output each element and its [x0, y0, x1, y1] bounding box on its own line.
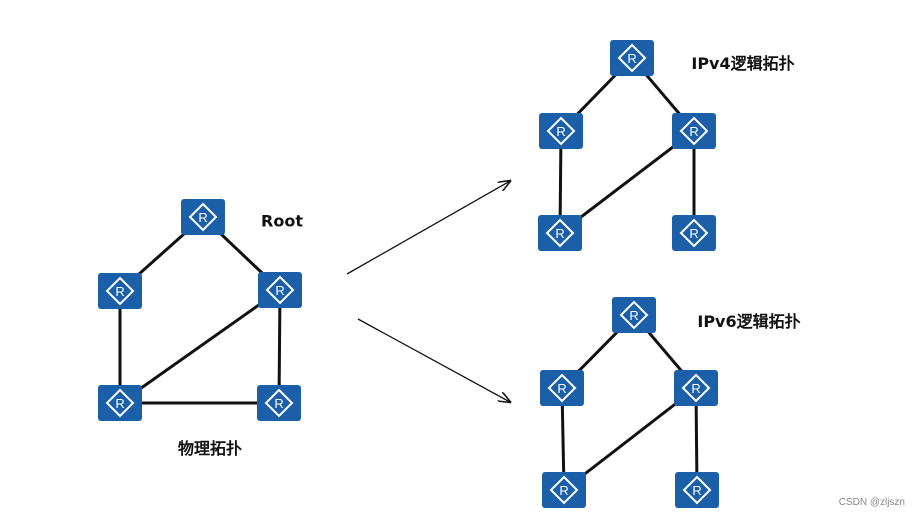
svg-text:R: R: [557, 381, 566, 396]
physical-topology-label: 物理拓扑: [177, 439, 243, 458]
svg-text:R: R: [198, 210, 207, 225]
svg-text:R: R: [627, 51, 636, 66]
ipv4-router-icon: R: [539, 113, 583, 149]
physical-router-icon: R: [257, 385, 301, 421]
ipv4-router-icon: R: [672, 215, 716, 251]
ipv6-router-icon: R: [675, 472, 719, 508]
watermark: CSDN @zljszn: [838, 497, 905, 508]
ipv4-topology-label: IPv4逻辑拓扑: [691, 54, 795, 73]
svg-text:R: R: [629, 308, 638, 323]
ipv6-router-icon: R: [542, 472, 586, 508]
svg-text:R: R: [556, 124, 565, 139]
svg-text:R: R: [275, 283, 284, 298]
svg-text:R: R: [689, 226, 698, 241]
ipv4-router-icon: R: [610, 40, 654, 76]
ipv6-router-icon: R: [674, 370, 718, 406]
svg-text:R: R: [692, 483, 701, 498]
svg-text:R: R: [559, 483, 568, 498]
physical-router-icon: R: [98, 273, 142, 309]
physical-router-icon: R: [258, 272, 302, 308]
svg-text:R: R: [691, 381, 700, 396]
arrow: [346, 181, 510, 275]
svg-text:R: R: [555, 226, 564, 241]
ipv4-router-icon: R: [672, 113, 716, 149]
physical-link: [277, 289, 282, 404]
svg-text:R: R: [274, 396, 283, 411]
svg-text:R: R: [689, 124, 698, 139]
ipv4-link: [559, 129, 695, 235]
root-label: Root: [261, 211, 303, 231]
ipv4-router-icon: R: [538, 215, 582, 251]
physical-link: [119, 288, 281, 405]
arrow: [357, 318, 510, 402]
svg-text:R: R: [115, 284, 124, 299]
ipv6-link: [563, 386, 697, 492]
ipv6-router-icon: R: [612, 297, 656, 333]
ipv6-router-icon: R: [540, 370, 584, 406]
ipv6-topology-label: IPv6逻辑拓扑: [697, 312, 801, 331]
svg-text:R: R: [115, 396, 124, 411]
physical-router-icon: R: [98, 385, 142, 421]
physical-router-icon: R: [181, 199, 225, 235]
